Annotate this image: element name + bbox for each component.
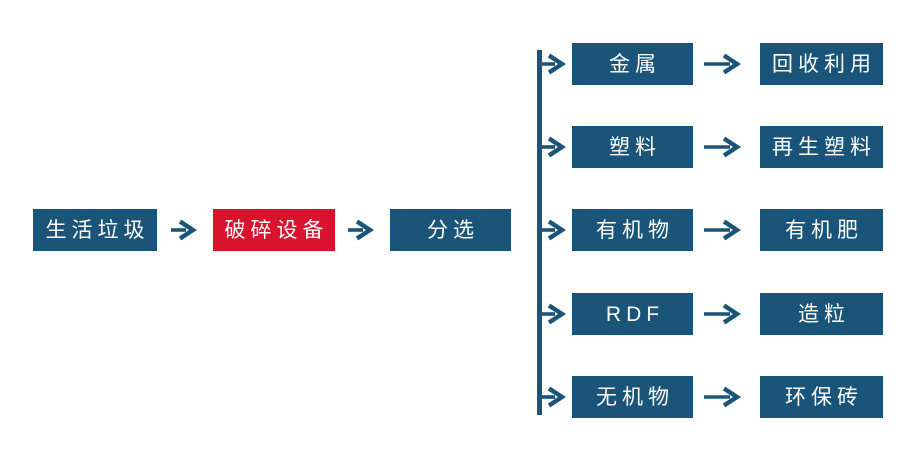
branch-row: 有机物 有机肥 xyxy=(539,209,889,251)
flow-arrow-icon xyxy=(704,53,742,75)
branch-result-label: 环保砖 xyxy=(785,385,863,409)
node-crushing-equipment-label: 破碎设备 xyxy=(224,218,329,242)
branch-arrow-icon xyxy=(539,136,567,158)
branch-source-label: 塑料 xyxy=(609,135,661,159)
branch-row: 金属 回收利用 xyxy=(539,43,889,85)
branch-result-box: 回收利用 xyxy=(760,43,883,85)
branch-result-label: 造粒 xyxy=(798,302,850,326)
branch-arrow-icon xyxy=(539,386,567,408)
node-crushing-equipment: 破碎设备 xyxy=(213,209,335,251)
node-sorting: 分选 xyxy=(390,209,511,251)
node-sorting-label: 分选 xyxy=(427,218,479,242)
branch-row: 无机物 环保砖 xyxy=(539,376,889,418)
branch-arrow-icon xyxy=(539,219,567,241)
branch-result-label: 回收利用 xyxy=(772,52,876,76)
branch-result-label: 有机肥 xyxy=(785,218,863,242)
flow-arrow-icon xyxy=(704,219,742,241)
branch-source-label: 有机物 xyxy=(596,218,674,242)
branch-arrow-icon xyxy=(539,303,567,325)
branch-source-box: 有机物 xyxy=(572,209,693,251)
branch-connector-line xyxy=(537,50,542,415)
flow-arrow-icon xyxy=(704,303,742,325)
flow-arrow-icon xyxy=(348,219,375,241)
flow-arrow-icon xyxy=(171,219,198,241)
branch-source-box: 无机物 xyxy=(572,376,693,418)
branch-source-box: 塑料 xyxy=(572,126,693,168)
branch-source-box: 金属 xyxy=(572,43,693,85)
branch-row: 塑料 再生塑料 xyxy=(539,126,889,168)
branch-result-box: 再生塑料 xyxy=(760,126,883,168)
branch-result-box: 造粒 xyxy=(760,293,883,335)
branch-result-label: 再生塑料 xyxy=(772,135,876,159)
branch-source-label: 无机物 xyxy=(596,385,674,409)
branch-arrow-icon xyxy=(539,53,567,75)
node-household-waste: 生活垃圾 xyxy=(33,209,157,251)
branch-result-box: 有机肥 xyxy=(760,209,883,251)
branch-source-label: 金属 xyxy=(609,52,661,76)
node-household-waste-label: 生活垃圾 xyxy=(45,218,150,242)
flow-arrow-icon xyxy=(704,136,742,158)
flow-arrow-icon xyxy=(704,386,742,408)
branch-source-box: RDF xyxy=(572,293,693,335)
branch-result-box: 环保砖 xyxy=(760,376,883,418)
branch-source-label: RDF xyxy=(605,302,665,326)
branch-row: RDF 造粒 xyxy=(539,293,889,335)
